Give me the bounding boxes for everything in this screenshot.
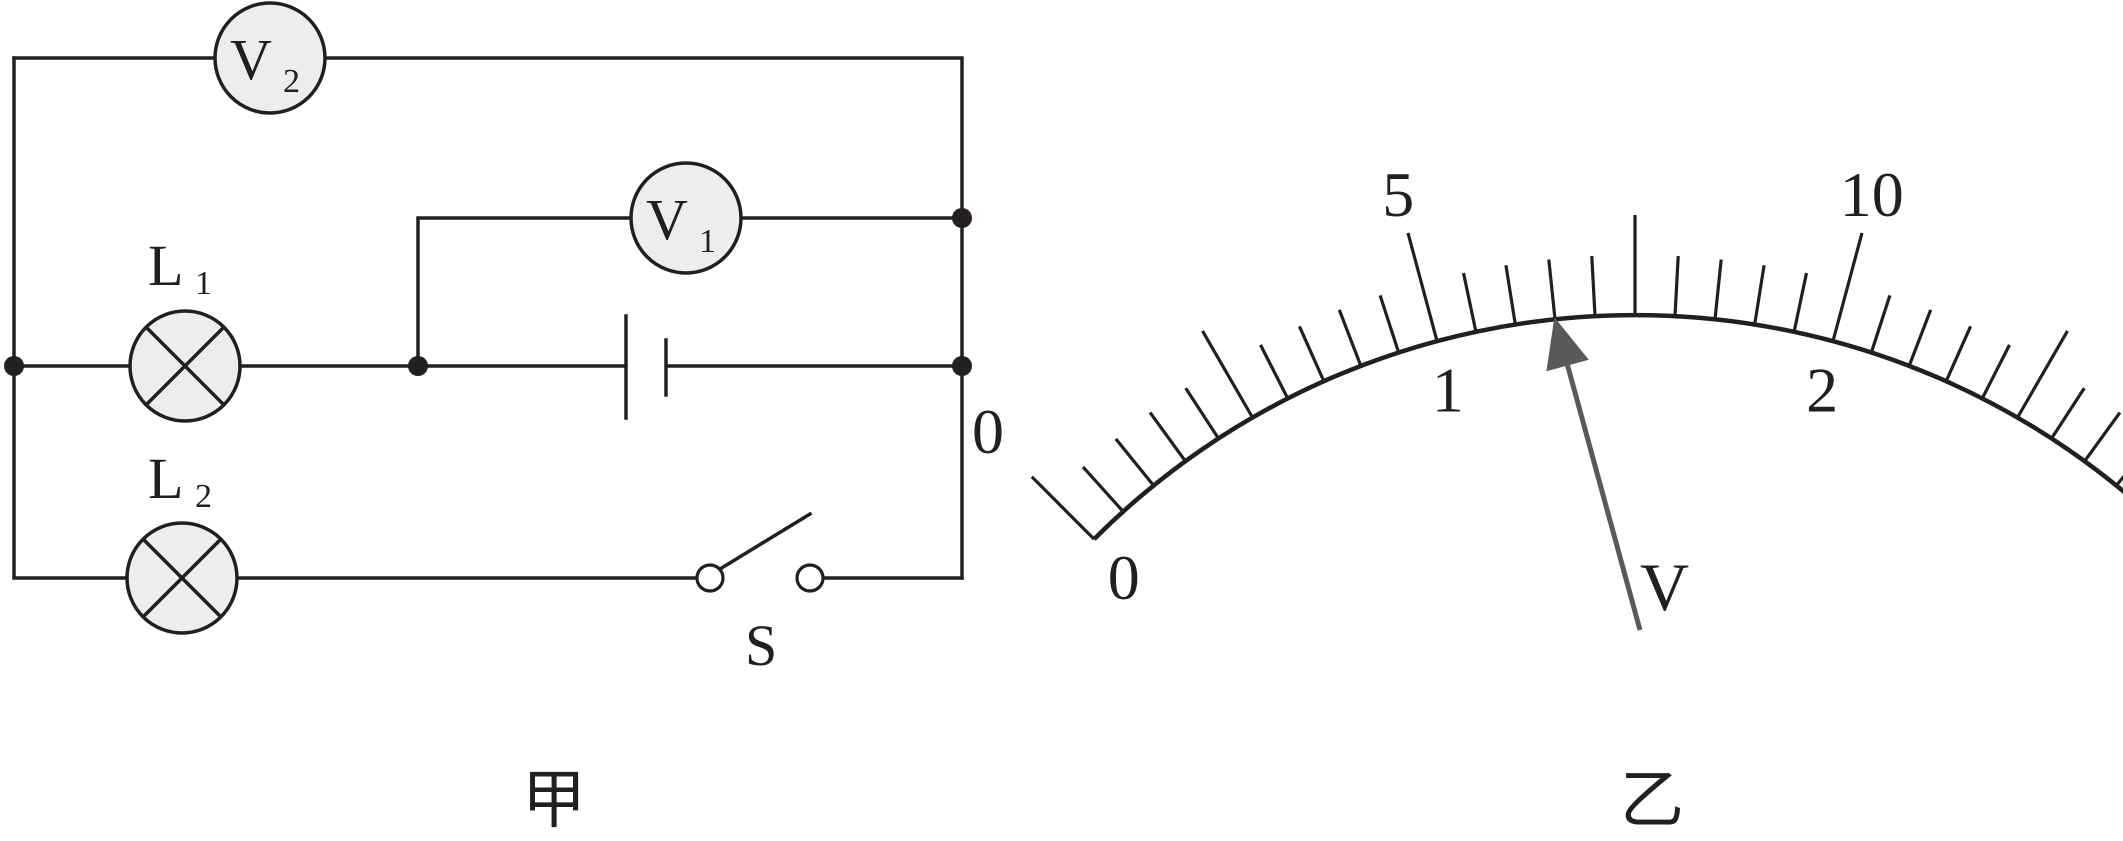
voltmeter-v1-subscript: 1 [699, 223, 716, 260]
dial-tick [1869, 294, 1892, 353]
lamp-l1: L 1 [128, 233, 242, 423]
voltmeter-v1-symbol: V [646, 187, 688, 252]
switch-label: S [745, 613, 777, 678]
switch-terminal [795, 563, 825, 593]
junction-node [952, 208, 972, 228]
dial-unit-label: V [1640, 549, 1689, 625]
dial-upper-scale-labels: 051015 [972, 159, 1904, 467]
dial-tick [1114, 437, 1155, 487]
dial-tick [1673, 256, 1680, 317]
switch-terminal [695, 563, 725, 593]
dial-tick [1753, 264, 1766, 325]
lamp-l1-subscript: 1 [195, 265, 212, 302]
dial-upper-scale-label: 5 [1382, 159, 1414, 230]
dial-tick [1831, 232, 1864, 342]
dial-tick [2115, 474, 2123, 487]
lamp-l2: L 2 [125, 446, 239, 635]
junction-node [952, 356, 972, 376]
dial-tick [1944, 325, 1973, 382]
lamp-l2-symbol: L [148, 446, 183, 511]
switch-s: S [695, 511, 825, 678]
dial-tick [1461, 272, 1478, 333]
voltmeter-v2-symbol: V [230, 27, 272, 92]
dial-lower-scale-label: 1 [1432, 355, 1464, 426]
dial-tick [1201, 330, 1254, 419]
voltmeter-v2-subscript: 2 [283, 63, 300, 100]
battery-symbol [624, 314, 668, 420]
dial-tick [1590, 256, 1597, 317]
dial-tick [1184, 387, 1220, 440]
dial-tick [2083, 411, 2122, 463]
dial-tick [2050, 387, 2086, 440]
dial-lower-scale-labels: 0123 [1108, 355, 1838, 613]
dial-tick [1030, 475, 1096, 541]
dial-tick [2016, 330, 2069, 419]
dial-needle [1546, 317, 1643, 631]
circuit-caption: 甲 [522, 764, 586, 838]
lamp-l2-subscript: 2 [195, 478, 212, 515]
dial-tick [1907, 309, 1933, 367]
dial-tick [1259, 344, 1290, 400]
voltmeter-v1: V 1 [629, 161, 743, 275]
voltmeter-dial: 051015 0123 V 乙 [972, 159, 2123, 838]
dial-tick [1406, 232, 1439, 342]
dial-tick [1792, 272, 1809, 333]
dial-lower-scale-label: 2 [1806, 355, 1838, 426]
dial-tick [1148, 411, 1187, 463]
dial-tick [1297, 325, 1326, 382]
dial-lower-scale-label: 0 [1108, 542, 1140, 613]
dial-tick [1713, 259, 1723, 320]
dial-upper-scale-label: 0 [972, 396, 1004, 467]
circuit-diagram: V 2 V 1 L 1 L 2 S [4, 1, 972, 838]
voltmeter-v2: V 2 [213, 1, 327, 115]
dial-caption: 乙 [1620, 764, 1684, 838]
dial-tick [1504, 264, 1517, 325]
dial-tick [1081, 465, 1125, 513]
dial-tick [1337, 309, 1363, 367]
dial-ticks [1030, 215, 2123, 541]
lamp-l1-symbol: L [148, 233, 183, 298]
dial-upper-scale-label: 10 [1840, 159, 1904, 230]
circuit-wires [12, 56, 964, 580]
dial-tick [1547, 259, 1557, 320]
junction-node [4, 356, 24, 376]
dial-tick [1378, 294, 1401, 353]
needle-arrowhead [1546, 317, 1589, 372]
junction-node [408, 356, 428, 376]
dial-scale-arc [1092, 312, 2123, 541]
dial-tick [1980, 344, 2011, 400]
needle-shaft [1565, 364, 1643, 631]
